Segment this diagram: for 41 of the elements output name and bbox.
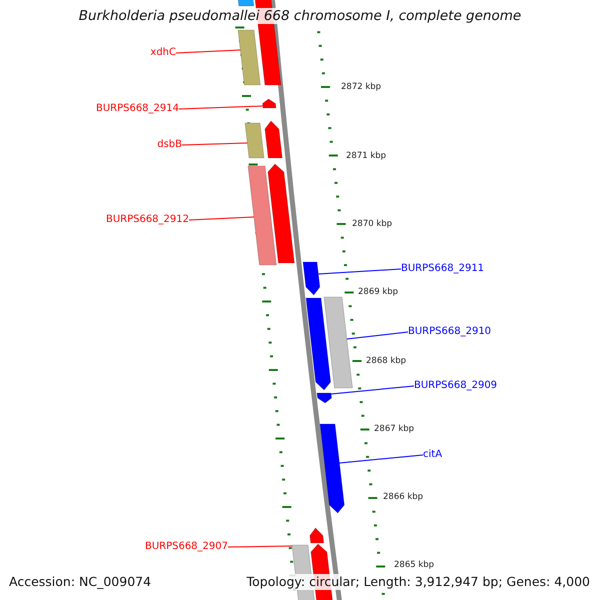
gene-block — [248, 166, 277, 266]
gene-block — [264, 120, 283, 158]
scale-label: 2867 kbp — [374, 423, 414, 435]
gene-label: BURPS668_2912 — [106, 213, 189, 227]
gene-block — [302, 262, 320, 296]
gene-block — [324, 296, 353, 388]
gene-block — [262, 98, 276, 108]
gene-label: dsbB — [157, 138, 182, 152]
gene-block — [310, 528, 324, 544]
scale-label: 2869 kbp — [358, 286, 398, 298]
leader-line — [178, 106, 264, 110]
gene-label: BURPS668_2914 — [96, 102, 179, 116]
leader-line — [188, 216, 254, 220]
gene-block — [316, 392, 332, 404]
gene-label: citA — [423, 448, 442, 462]
leader-line — [346, 332, 408, 340]
gene-block — [268, 164, 295, 264]
gene-block — [306, 298, 331, 390]
scale-label: 2868 kbp — [366, 355, 406, 367]
scale-label: 2865 kbp — [394, 559, 434, 571]
leader-line — [330, 386, 414, 394]
leader-line — [228, 546, 293, 548]
gene-label: BURPS668_2909 — [414, 379, 498, 393]
scale-label: 2871 kbp — [346, 150, 386, 162]
map-title: Burkholderia pseudomallei 668 chromosome I, complete genome — [76, 8, 524, 24]
gene-block — [320, 424, 345, 514]
scale-label: 2872 kbp — [341, 81, 382, 93]
gene-label: BURPS668_2907 — [144, 540, 228, 554]
scale-label: 2870 kbp — [352, 218, 392, 230]
gene-block — [244, 122, 264, 158]
gene-label: BURPS668_2911 — [401, 262, 484, 276]
footer-text: Accession: NC_009074 — [9, 574, 152, 590]
leader-line — [182, 142, 248, 146]
scale-label: 2866 kbp — [383, 491, 424, 503]
leader-line — [338, 454, 424, 464]
gene-label: xdhC — [150, 46, 176, 60]
leader-line — [176, 50, 241, 54]
footer-text: Topology: circular; Length: 3,912,947 bp; Genes: 4,000 — [246, 574, 590, 590]
gene-block — [238, 30, 261, 86]
gene-label: BURPS668_2910 — [408, 325, 492, 339]
leader-line — [318, 268, 402, 274]
